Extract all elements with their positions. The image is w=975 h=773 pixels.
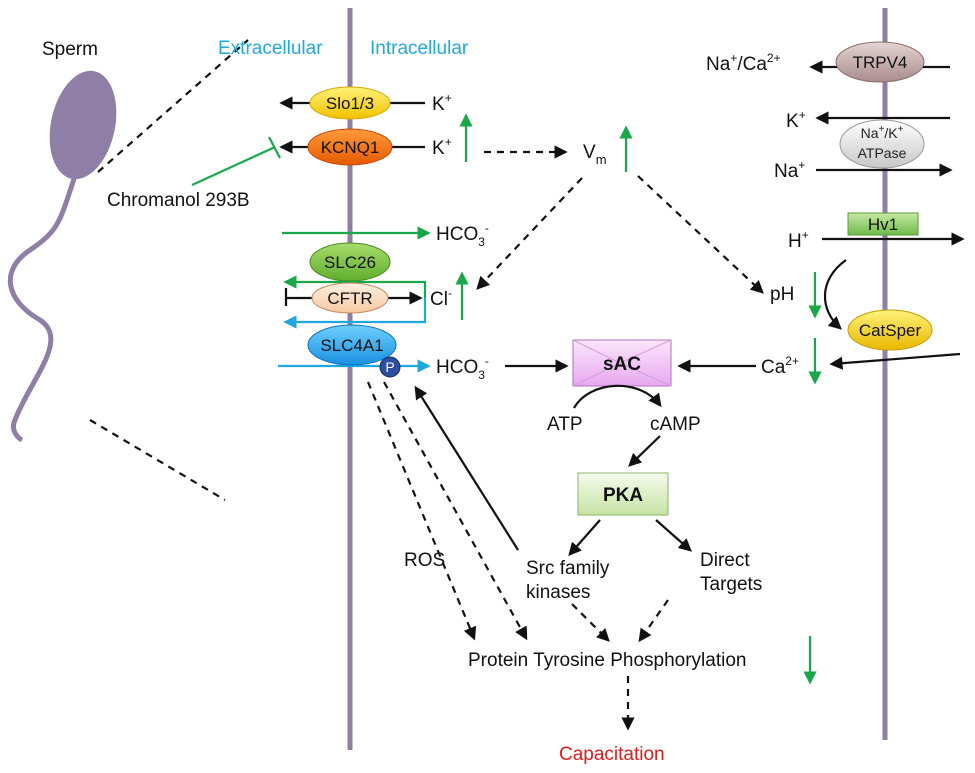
slc4a1-to-ptp-arrow-2: [383, 381, 528, 641]
catsper-label: CatSper: [859, 321, 922, 340]
trpv4-channel: [835, 41, 925, 83]
direct-to-ptp-arrow: [638, 599, 669, 643]
phospho-label: P: [385, 359, 394, 375]
catsper-ca-arrow: [829, 352, 961, 370]
sac-label: sAC: [603, 354, 641, 375]
k-slo-label: K+: [432, 91, 452, 115]
hv1-label: Hv1: [868, 215, 898, 234]
hv1-channel: [847, 212, 919, 236]
vm-to-ph-arrow: [637, 175, 764, 294]
atpase-label-line1: Na+/K+: [861, 124, 904, 141]
capacitation-label: Capacitation: [559, 744, 665, 765]
chromanol-inhibit-bar: [268, 136, 281, 159]
zoom-line-bottom: [89, 419, 226, 501]
h-to-catsper-arrow: [823, 259, 847, 330]
vm-to-cl-arrow: [476, 177, 583, 290]
phospho-badge: [379, 356, 401, 378]
k-kcnq-label: K+: [432, 135, 452, 159]
hco3-mid-label: HCO3-: [436, 354, 489, 382]
na-right-label: Na+: [774, 158, 805, 182]
h-right-label: H+: [788, 228, 809, 252]
pka-label: PKA: [603, 485, 643, 506]
kcnq-channel: [307, 128, 393, 166]
slo-channel: [309, 86, 391, 120]
ptp-label: Protein Tyrosine Phosphorylation: [468, 650, 746, 671]
hco3-top-label: HCO3-: [436, 221, 489, 249]
ca-label: Ca2+: [761, 354, 799, 378]
atp-to-camp-arrow: [573, 384, 662, 409]
trpv4-label: TRPV4: [853, 53, 908, 72]
direct-label-line2: Targets: [700, 574, 762, 595]
kcnq-label: KCNQ1: [321, 138, 380, 157]
atpase-label-line2: ATPase: [858, 145, 907, 161]
pka-to-src-arrow: [568, 519, 601, 556]
extracellular-label: Extracellular: [218, 38, 323, 59]
pka-to-direct-arrow: [655, 519, 692, 552]
k-right-label: K+: [786, 108, 806, 132]
ph-label: pH: [770, 284, 794, 305]
intracellular-label: Intracellular: [370, 38, 469, 59]
vm-label: Vm: [583, 142, 607, 167]
chromanol-label: Chromanol 293B: [107, 190, 250, 211]
pka-box: [577, 472, 669, 516]
chromanol-inhibit-line: [191, 145, 276, 187]
src-to-slc4a1-arrow: [414, 385, 519, 551]
src-to-ptp-arrow: [571, 603, 610, 642]
camp-to-pka-arrow: [628, 435, 661, 467]
catsper-channel: [847, 309, 933, 351]
cftr-label: CFTR: [327, 289, 372, 308]
slo-label: Slo1/3: [326, 94, 374, 113]
direct-label-line1: Direct: [700, 550, 750, 571]
sac-enzyme: [572, 339, 672, 387]
camp-label: cAMP: [650, 414, 701, 435]
src-label-line1: Src family: [526, 558, 610, 579]
sperm-illustration: [7, 70, 117, 443]
na-ca-label: Na+/Ca2+: [706, 51, 781, 75]
slc4a1-channel: [307, 324, 397, 366]
slc4a1-label: SLC4A1: [320, 336, 383, 355]
ros-label: ROS: [404, 550, 445, 571]
zoom-line-top: [97, 39, 249, 173]
src-label-line2: kinases: [526, 582, 590, 603]
slc4a1-to-ptp-arrow-1: [366, 381, 477, 641]
sperm-label: Sperm: [42, 39, 98, 60]
slc26-label: SLC26: [324, 253, 376, 272]
atp-label: ATP: [547, 414, 583, 435]
cl-label: Cl-: [430, 286, 452, 310]
atpase-channel: [839, 119, 925, 169]
cftr-channel: [311, 282, 389, 314]
